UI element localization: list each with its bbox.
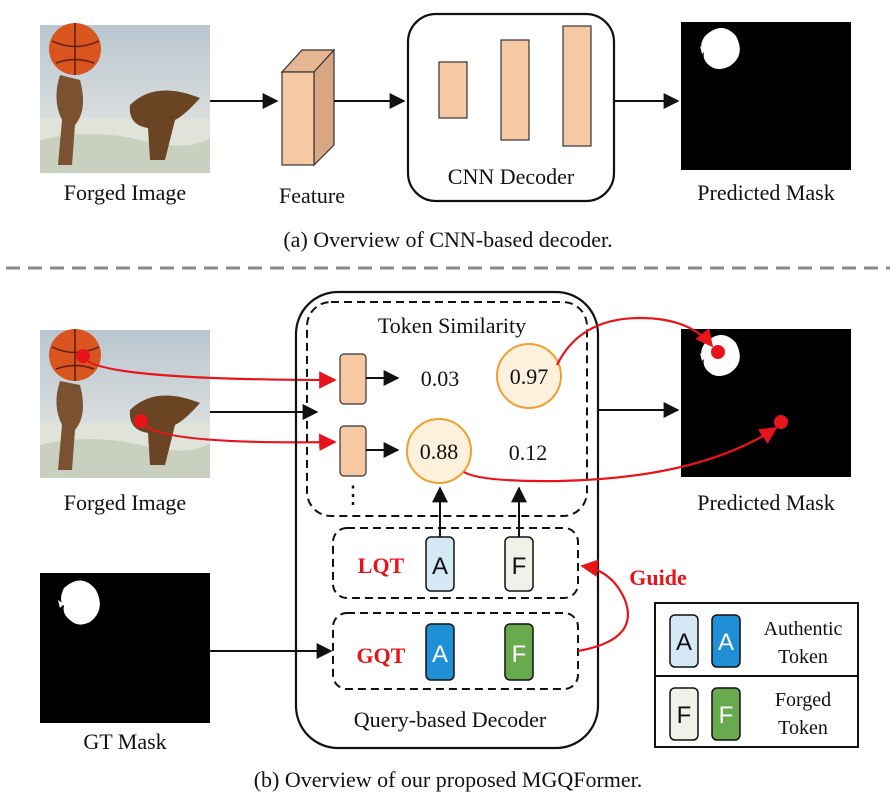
label-token-similarity: Token Similarity: [378, 313, 526, 338]
owl-left-icon: [56, 75, 84, 165]
legend-forged-light-label: F: [677, 702, 692, 729]
red-arrow-authentic-point: [139, 420, 337, 452]
red-arrow-to-mask-authentic: [463, 427, 778, 483]
label-gt-mask: GT Mask: [83, 729, 166, 754]
legend-forged-line1: Forged: [775, 689, 831, 711]
label-predicted-mask-b: Predicted Mask: [697, 490, 834, 515]
lqt-forged-token-label: F: [512, 553, 527, 580]
token-similarity-box: [306, 301, 588, 517]
legend-authentic-light: [669, 614, 699, 668]
decoder-layer-3: [562, 25, 592, 147]
mask-forged-point-dot: [711, 345, 725, 359]
lqt-authentic-token-label: A: [432, 553, 448, 580]
gqt-authentic-token-label: A: [432, 641, 448, 668]
lqt-box: [332, 527, 579, 599]
guide-arrow: [577, 559, 630, 653]
caption-b: (b) Overview of our proposed MGQFormer.: [254, 767, 643, 792]
legend-forged-light: [669, 687, 699, 741]
score-highlight-row2: [406, 418, 472, 484]
label-predicted-mask-a: Predicted Mask: [697, 180, 834, 205]
lqt-authentic-token: [425, 536, 455, 592]
legend-forged-line2: Token: [778, 717, 828, 739]
score-row2-a: 0.88: [420, 439, 459, 464]
red-arrow-forged-point: [81, 355, 337, 389]
decoder-layer-1: [438, 61, 468, 119]
forged-image-b: [40, 329, 210, 478]
pixel-feature-1: [339, 353, 367, 405]
eagle-icon: [129, 90, 200, 160]
legend-forged-dark-label: F: [719, 702, 734, 729]
gt-mask: [40, 573, 210, 723]
more-features-ellipsis: ⋮: [341, 483, 365, 509]
mask-authentic-point-dot: [774, 415, 788, 429]
score-row2-b: 0.12: [509, 440, 548, 465]
decoder-layer-2: [500, 39, 530, 141]
legend-authentic-line1: Authentic: [764, 618, 843, 640]
score-row1-a: 0.03: [421, 366, 460, 391]
pixel-feature-2: [339, 425, 367, 477]
legend-forged-dark: [711, 687, 741, 741]
score-row1-b: 0.97: [510, 364, 549, 389]
legend-authentic-line2: Token: [778, 646, 828, 668]
owl-left-icon: [56, 381, 84, 470]
predicted-mask-a: [681, 22, 851, 170]
label-gqt: GQT: [357, 643, 406, 668]
red-arrow-to-mask-forged: [556, 316, 714, 366]
legend-authentic-dark: [711, 614, 741, 668]
lqt-forged-token: [504, 536, 534, 592]
eagle-icon: [129, 395, 200, 465]
feature-block: [280, 48, 336, 167]
score-highlight-row1: [496, 343, 562, 409]
label-cnn-decoder: CNN Decoder: [448, 164, 575, 189]
query-decoder-box: [294, 290, 600, 750]
label-lqt: LQT: [358, 553, 405, 578]
label-query-decoder: Query-based Decoder: [354, 707, 547, 732]
legend: A A Authentic Token F F Forged Token: [654, 602, 859, 748]
label-guide: Guide: [629, 565, 687, 590]
legend-authentic-dark-label: A: [718, 629, 734, 656]
caption-a: (a) Overview of CNN-based decoder.: [283, 227, 612, 252]
legend-authentic-light-label: A: [676, 629, 692, 656]
forged-image-a: [40, 23, 210, 173]
gqt-authentic-token: [425, 623, 455, 681]
label-feature: Feature: [279, 183, 345, 208]
label-forged-image-a: Forged Image: [64, 180, 186, 205]
predicted-mask-b: [681, 329, 851, 477]
gqt-forged-token-label: F: [512, 641, 527, 668]
gqt-forged-token: [504, 623, 534, 681]
label-forged-image-b: Forged Image: [64, 490, 186, 515]
